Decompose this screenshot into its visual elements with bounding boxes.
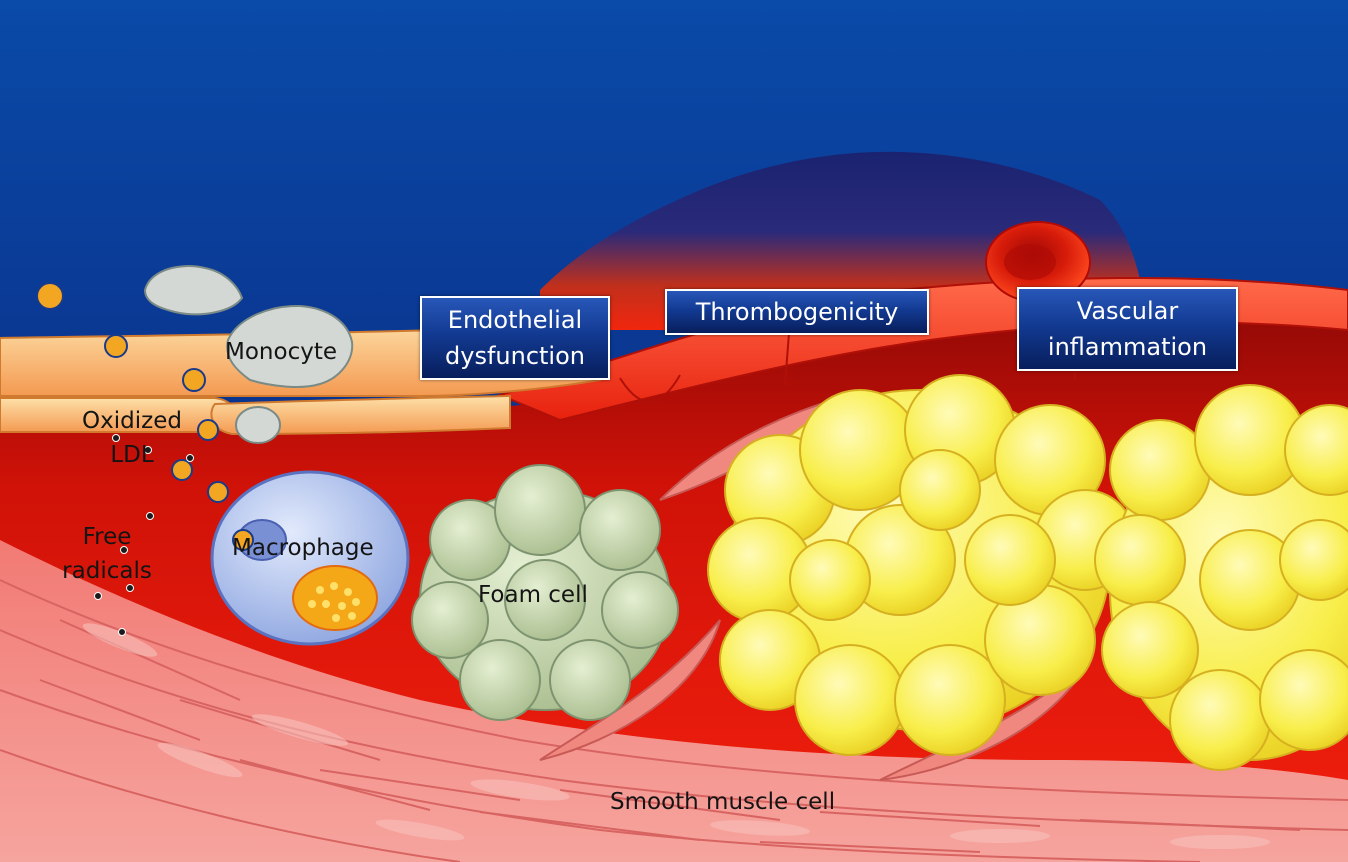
thrombogenicity-text: Thrombogenicity <box>695 298 899 326</box>
vascular-inflammation-line1: Vascular <box>1076 297 1179 325</box>
vascular-inflammation-box: Vascular inflammation <box>1017 287 1238 371</box>
oxidized-ldl-label-line1: Oxidized <box>82 408 182 434</box>
oxidized-ldl-particles <box>36 282 254 551</box>
free-radicals-label: Free radicals <box>52 520 162 588</box>
endothelial-dysfunction-line1: Endothelial <box>447 306 583 334</box>
lipid-core-2 <box>1094 384 1348 771</box>
oxidized-ldl-label-line2: LDL <box>110 442 154 468</box>
endothelial-dysfunction-box: Endothelial dysfunction <box>420 296 610 380</box>
foam-cell <box>411 464 679 721</box>
monocyte-cells <box>143 265 354 444</box>
macrophage-label: Macrophage <box>232 535 374 561</box>
thrombogenicity-box: Thrombogenicity <box>665 289 929 335</box>
smooth-muscle-cell-label: Smooth muscle cell <box>610 789 836 815</box>
free-radicals <box>94 434 194 636</box>
smooth-muscle-layer <box>0 540 1348 862</box>
monocyte-label: Monocyte <box>225 339 337 365</box>
endothelial-dysfunction-line2: dysfunction <box>445 342 585 370</box>
foam-cell-label: Foam cell <box>478 582 588 608</box>
macrophage-cell <box>210 470 410 646</box>
lipid-core-1 <box>707 374 1136 756</box>
free-radicals-label-line1: Free <box>82 524 132 550</box>
free-radicals-label-line2: radicals <box>62 558 152 584</box>
oxidized-ldl-label: Oxidized LDL <box>62 404 202 472</box>
vascular-inflammation-line2: inflammation <box>1047 333 1208 361</box>
endothelium-mid-lower <box>210 394 511 436</box>
